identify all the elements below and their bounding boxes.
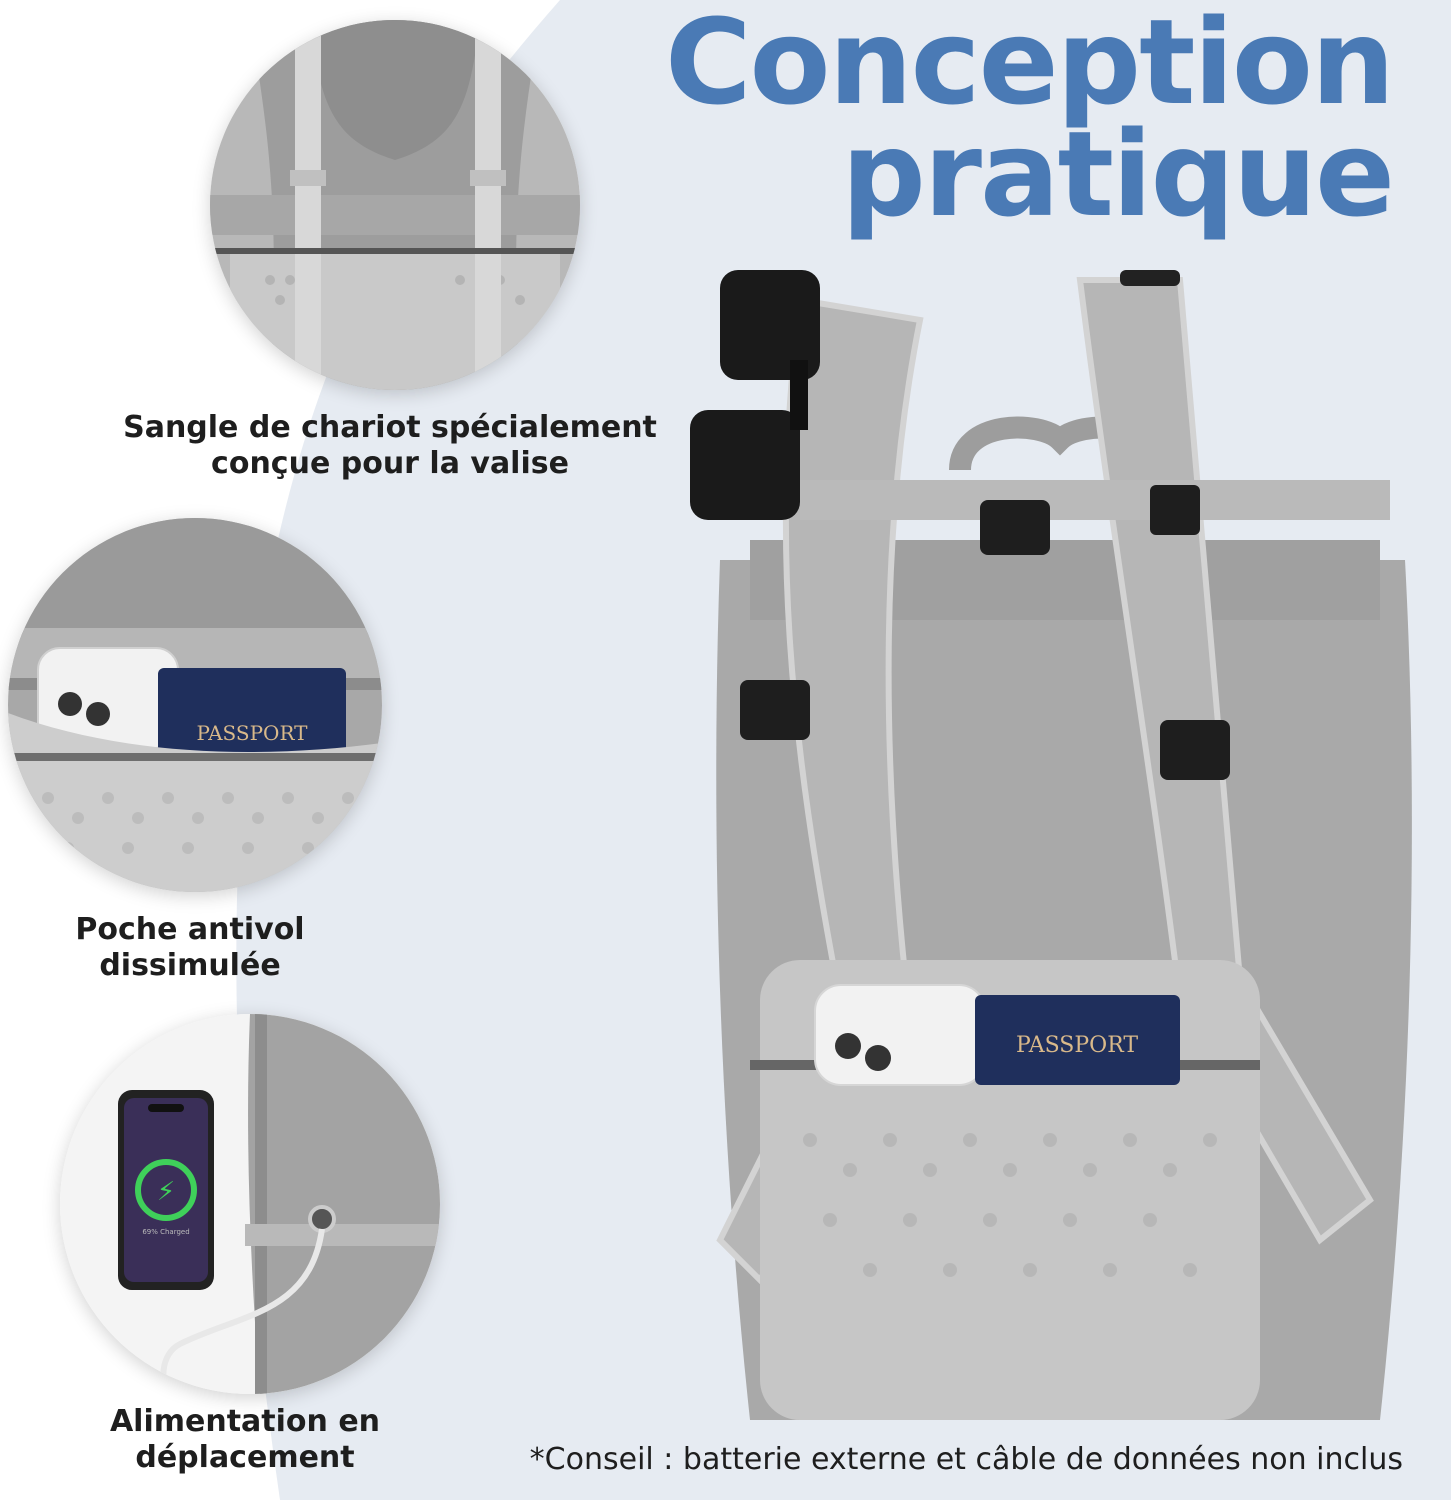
feature-pocket-line-2: dissimulée [99,948,281,983]
charge-status: 69% Charged [142,1228,189,1236]
passport-label: PASSPORT [196,721,308,745]
footnote: *Conseil : batterie externe et câble de … [529,1442,1403,1477]
smartphone-icon: ⚡ 69% Charged [118,1090,214,1290]
backpack-passport-icon: PASSPORT [975,995,1180,1085]
trolley-strap-closeup [210,20,580,390]
feature-hidden-pocket: Poche antivol dissimulée [40,912,340,984]
feature-charging-line-2: déplacement [135,1440,355,1475]
feature-trolley-strap: Sangle de chariot spécialement conçue po… [110,410,670,482]
lightning-icon: ⚡ [157,1177,175,1207]
headline-line-1: Conception [664,0,1395,131]
usb-port-icon [308,1205,336,1233]
usb-charging-closeup: ⚡ 69% Charged [60,1014,440,1394]
headline: Conception pratique [664,0,1395,243]
feature-charging: Alimentation en déplacement [85,1404,405,1476]
backpack-passport-label: PASSPORT [1016,1033,1138,1058]
headline-line-2: pratique [841,105,1395,243]
feature-trolley-line-1: Sangle de chariot spécialement [123,410,657,445]
sunglasses-icon [690,270,820,520]
feature-charging-line-1: Alimentation en [109,1404,381,1439]
backpack-phone-icon [814,984,986,1086]
feature-pocket-line-1: Poche antivol [75,912,305,947]
backpack-rear-view: PASSPORT [690,270,1412,1420]
charging-ring [135,1159,197,1221]
passport-icon: PASSPORT [158,668,346,778]
hidden-pocket-closeup: PASSPORT [8,518,382,892]
feature-trolley-line-2: conçue pour la valise [211,446,569,481]
